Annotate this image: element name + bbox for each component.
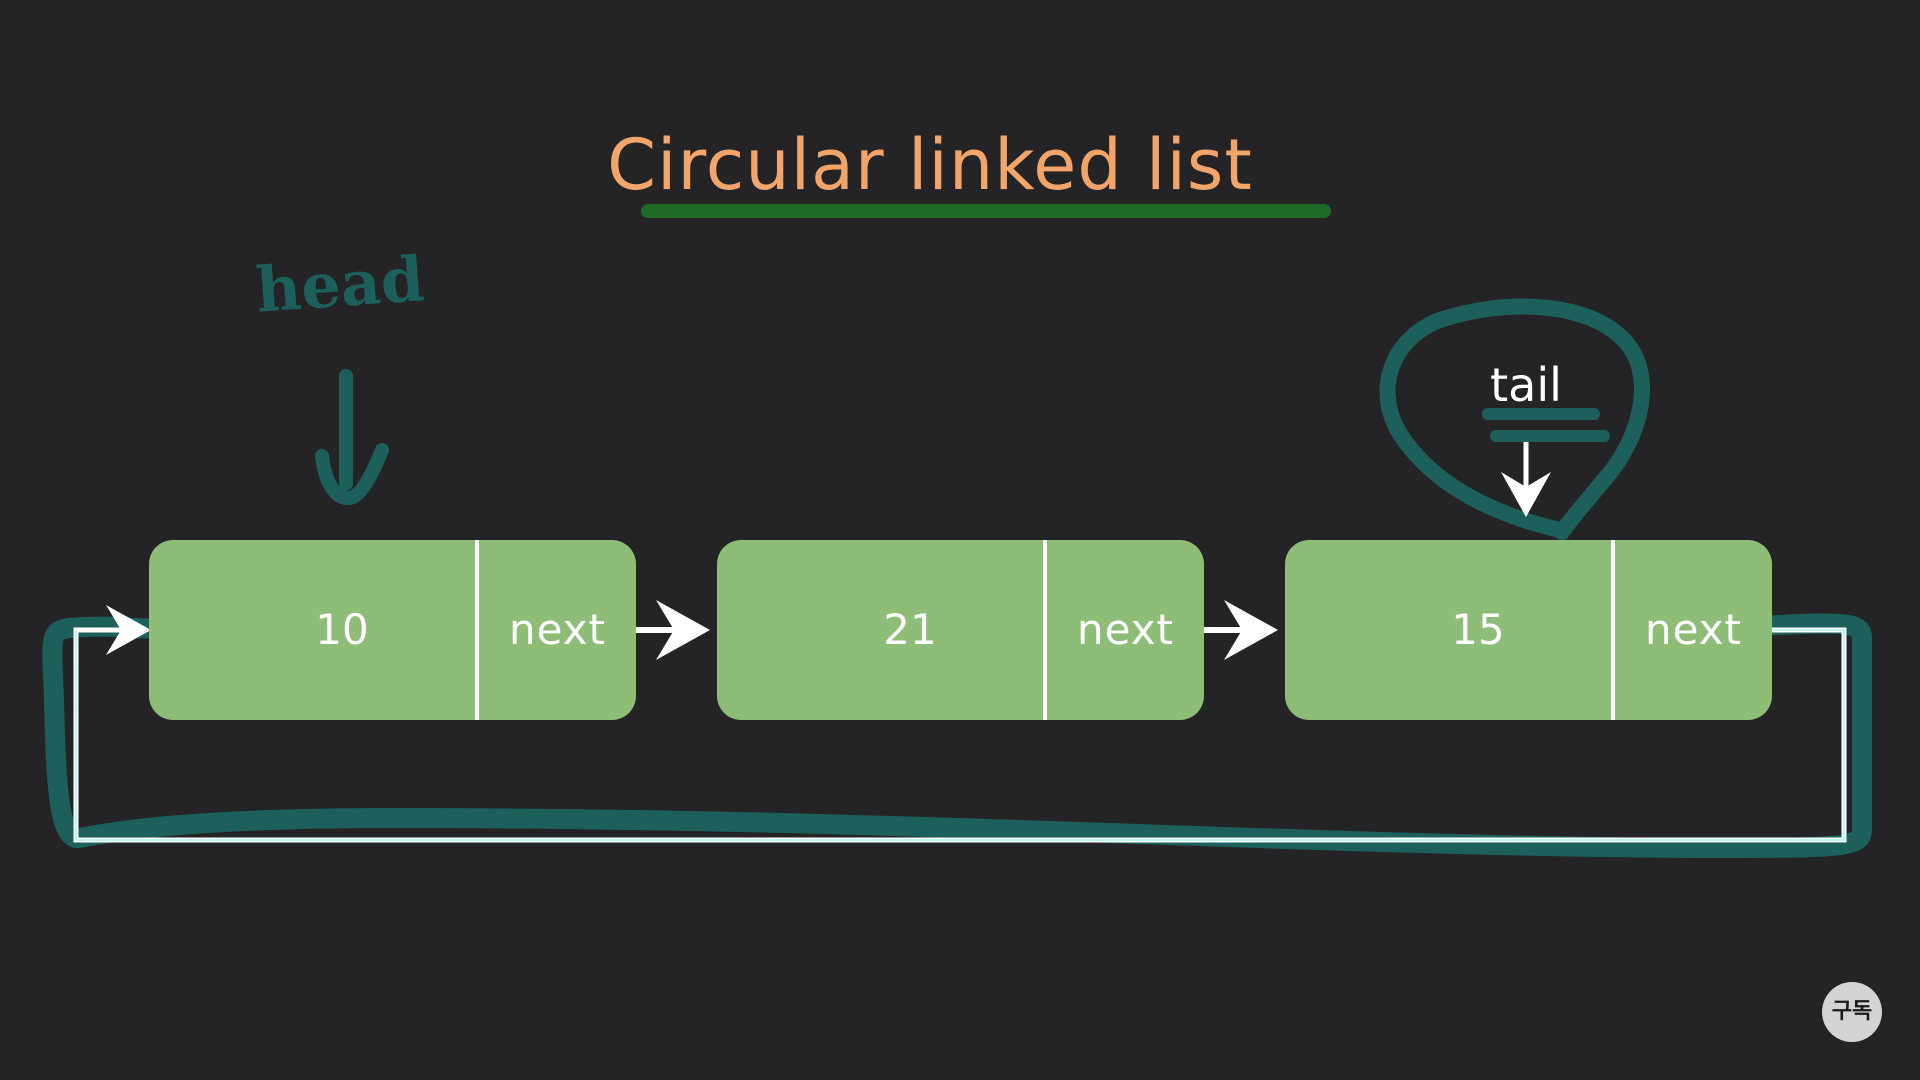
loop-highlight [42, 613, 1872, 858]
tail-underline [1482, 408, 1610, 442]
node-next-field: next [508, 605, 607, 654]
node-next-field: next [1076, 605, 1175, 654]
list-node-1: 10 next [149, 540, 636, 720]
tail-label: tail [1490, 358, 1562, 412]
head-arrow [315, 369, 389, 506]
diagram-title: Circular linked list [607, 124, 1253, 206]
loop-glow [75, 629, 1845, 841]
subscribe-badge[interactable]: 구독 [1822, 982, 1882, 1042]
node-value: 10 [315, 605, 369, 654]
tail-circle [1379, 298, 1650, 540]
head-label: head [253, 242, 427, 327]
node-next-field: next [1644, 605, 1743, 654]
node-value: 15 [1451, 605, 1505, 654]
node-value: 21 [883, 605, 937, 654]
list-node-3: 15 next [1285, 540, 1772, 720]
node-divider [475, 540, 479, 720]
node-divider [1611, 540, 1615, 720]
node-divider [1043, 540, 1047, 720]
list-node-2: 21 next [717, 540, 1204, 720]
title-underline [641, 204, 1331, 218]
